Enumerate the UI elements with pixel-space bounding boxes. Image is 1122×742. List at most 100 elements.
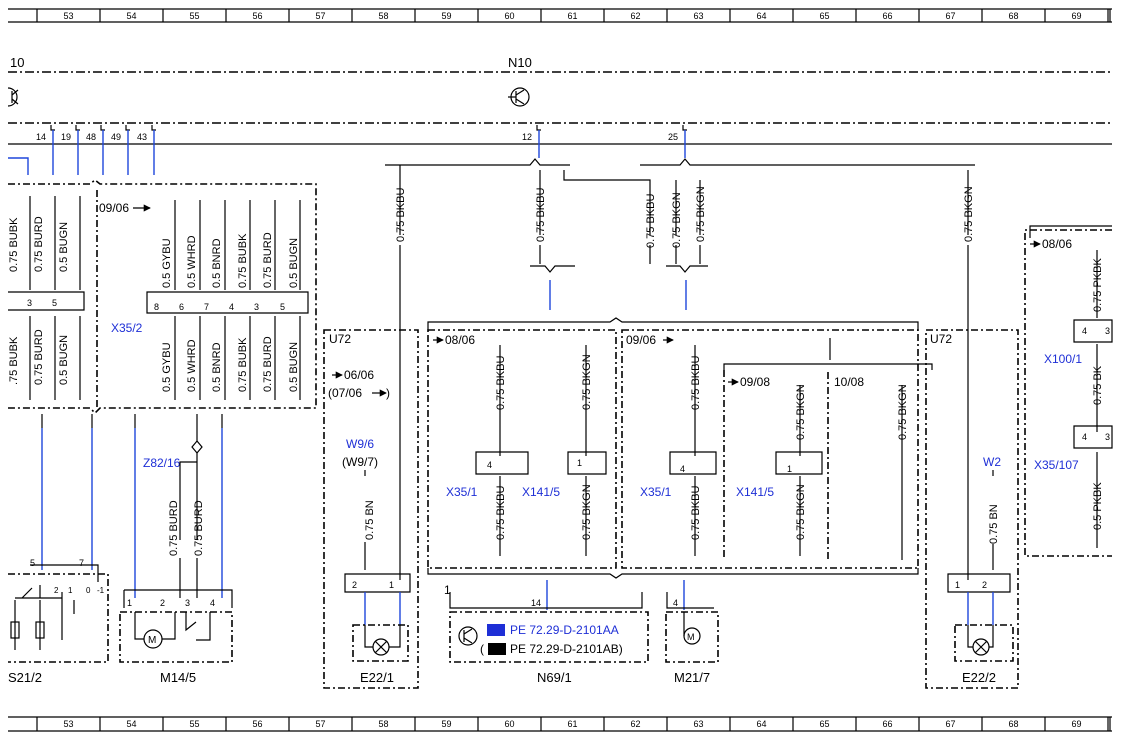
m14-5-component: Z82/16 0.75 BURD 0.75 BURD 1 2 3 4 M M14… [119,428,233,685]
transistor-icon [458,626,478,646]
wire-label: 0.75 BKGN [581,354,593,410]
grid-column-number: 62 [630,11,640,21]
wire-label: 0.75 BKBU [535,188,547,242]
wire-label: 0.75 BURD [262,336,274,392]
wire-label: 0.75 BKBU [495,486,507,540]
grid-column-number: 67 [945,719,955,729]
pin-label: 3 [254,302,259,312]
wire-label: 0.75 BKBU [495,356,507,410]
pin-label: 14 [36,132,46,142]
wire-label: 0.75 BKBU [690,356,702,410]
grid-column-number: 64 [756,11,766,21]
pin-label: 4 [1082,432,1087,442]
component-label: M21/7 [674,670,710,685]
pin-label: 0 [86,586,91,595]
connector-label: X100/1 [1044,352,1082,366]
wire-label: 0.5 GYBU [161,238,173,288]
grid-column-number: 67 [945,11,955,21]
wire-label: 0.75 BN [364,500,376,540]
grid-column-number: 66 [882,719,892,729]
n69-1-harness: 08/06 09/06 0.75 BKBU 0.75 BKGN 0.75 BKB… [427,317,933,579]
pin-label: 2 [160,598,165,608]
date-label: 06/06 [344,368,374,382]
wire-label: 0.5 BNRD [211,342,223,392]
connector-label: X35/1 [640,485,672,499]
pin-label: 1 [127,598,132,608]
component-label: N69/1 [537,670,572,685]
wire-label: .75 BUBK [8,336,20,385]
grid-column-number: 60 [504,719,514,729]
svg-text:M: M [687,632,695,642]
pin-label: 4 [673,598,678,608]
grid-column-number: 60 [504,11,514,21]
grid-column-number: 55 [189,11,199,21]
wire-label: 0.75 BKBU [395,188,407,242]
wire-label: 0.5 WHRD [186,235,198,288]
wire-label: 0.75 BKBU [690,486,702,540]
pin-label: 19 [61,132,71,142]
module-label: U72 [930,332,952,346]
module-label: U72 [329,332,351,346]
grid-column-number: 59 [441,719,451,729]
left-harness-block: 09/06 0.75 BUBK 0.75 BURD 0.5 BUGN .75 B… [8,178,317,415]
grid-column-number: 58 [378,11,388,21]
pin-label: -1 [97,586,105,595]
wire-label: 0.75 BKGN [795,384,807,440]
wire-label: 0.5 WHRD [186,339,198,392]
wire-label: 0.5 BNRD [211,238,223,288]
wire-label: 0.75 BKGN [695,186,707,242]
left-module-label: 10 [10,55,24,70]
wire-label: 0.75 BURD [168,500,180,556]
n10-pins: 14 19 48 49 43 12 25 [36,125,687,142]
pin-label: 3 [1105,432,1110,442]
grid-column-number: 61 [567,11,577,21]
svg-text:M: M [148,635,156,646]
reference-label[interactable]: PE 72.29-D-2101AA [510,623,619,637]
pin-label: 2 [352,580,357,590]
grid-column-number: 62 [630,719,640,729]
pin-label: 4 [229,302,234,312]
pin-label: 1 [389,580,394,590]
n69-1-component: 1 14 PE 72.29-D-2101AA ( PE 72.29-D-2101… [444,580,685,685]
reference-icon [487,624,506,655]
grid-column-number: 53 [63,719,73,729]
pin-label: 3 [185,598,190,608]
lamp-icon [967,625,994,656]
pin-label: 43 [137,132,147,142]
connector-label: X35/1 [446,485,478,499]
connector-label: Z82/16 [143,456,181,470]
transistor-icon-left [7,87,19,107]
date-label: 08/06 [445,333,475,347]
component-label: E22/1 [360,670,394,685]
grid-column-number: 58 [378,719,388,729]
grid-column-number: 63 [693,11,703,21]
pin-label: 25 [668,132,678,142]
grid-column-number: 56 [252,719,262,729]
grid-column-number: 59 [441,11,451,21]
component-label: M14/5 [160,670,196,685]
wire-label: 0.75 BURD [262,232,274,288]
wire-label: 0.75 PKBK [1092,258,1104,312]
wire-label: 0.75 BUBK [237,337,249,392]
date-label: 09/06 [99,201,129,215]
date-label: 09/08 [740,375,770,389]
connector-label: W2 [983,455,1001,469]
date-label: 10/08 [834,375,864,389]
bus-branch: 0.75 BKBU 0.75 BKBU 0.75 BKGN 0.75 BKGN … [385,158,975,580]
connector-label: (W9/7) [342,455,378,469]
pin-label: 4 [680,464,685,474]
pin-label: 12 [522,132,532,142]
reference-paren: ( [480,642,484,656]
pin-label: 48 [86,132,96,142]
n10-label: N10 [508,55,532,70]
reference-label[interactable]: PE 72.29-D-2101AB) [510,642,623,656]
wire-label: 0.5 GYBU [161,342,173,392]
pin-label: 4 [487,460,492,470]
grid-column-number: 55 [189,719,199,729]
switch-icon [10,585,75,650]
wire-label: 0.75 BKGN [671,192,683,248]
wire-label: 0.5 BUGN [288,342,300,392]
grid-column-number: 69 [1071,11,1081,21]
